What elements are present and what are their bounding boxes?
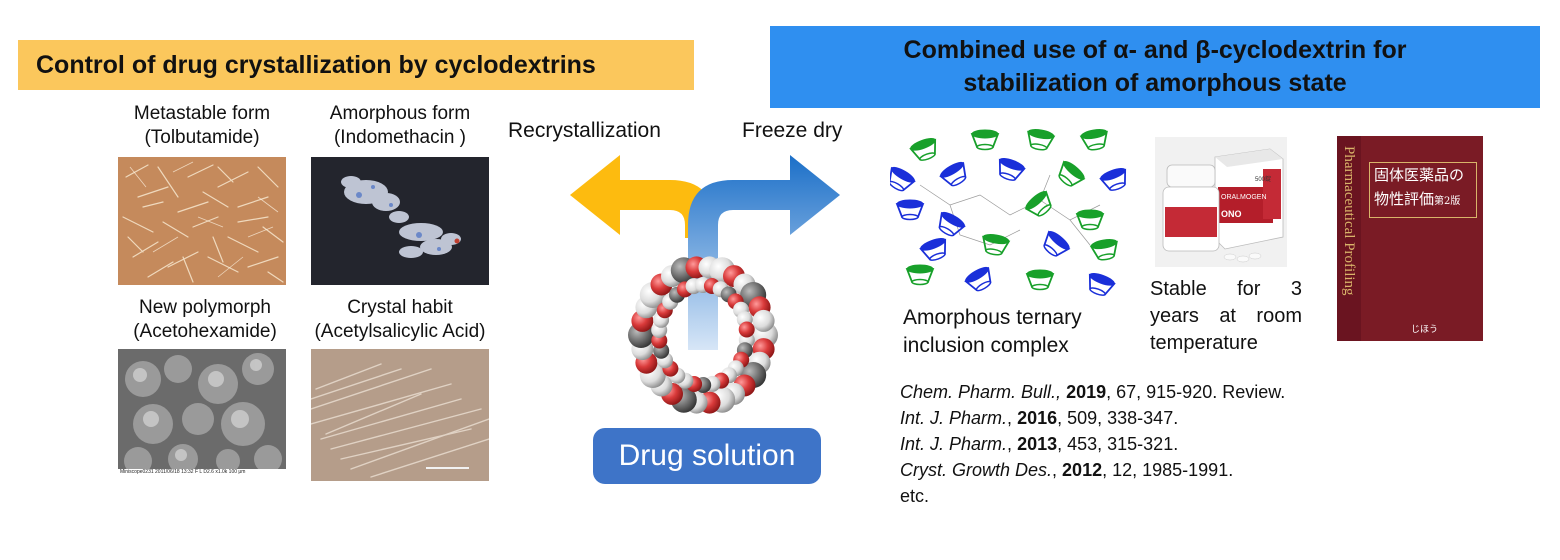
right-section-title-line1: Combined use of α- and β-cyclodextrin fo… <box>903 36 1407 64</box>
box-maker-text: ONO <box>1221 209 1242 219</box>
reference-year: 2013 <box>1017 434 1058 454</box>
beta-cyclodextrin-cone <box>998 158 1026 181</box>
product-package-photo: ORALMOGEN 500錠 ONO <box>1155 137 1287 267</box>
sem-scale-caption: Miniscope0231 2011/06/18 13:32 F L D2.6 … <box>120 469 246 475</box>
book-edition: 第2版 <box>1434 196 1461 207</box>
acetylsalicylic-acid-label: (Acetylsalicylic Acid) <box>314 321 486 342</box>
alpha-cyclodextrin-cone <box>909 138 937 161</box>
reference-journal: Cryst. Growth Des. <box>900 460 1053 480</box>
reference-item: Int. J. Pharm., 2016, 509, 338-347. <box>900 405 1285 431</box>
left-section-title: Control of drug crystallization by cyclo… <box>36 50 596 79</box>
reference-year: 2016 <box>1017 408 1058 428</box>
alpha-cyclodextrin-cone <box>1089 239 1118 261</box>
beta-cyclodextrin-cone <box>890 166 916 192</box>
recrystallization-label: Recrystallization <box>508 119 661 142</box>
book-title-line1: 固体医薬品の <box>1374 166 1465 184</box>
stable-caption-line1: Stable for 3 <box>1150 276 1302 303</box>
word-for: for <box>1237 278 1261 300</box>
complex-caption-line1: Amorphous ternary <box>903 306 1082 329</box>
beta-cyclodextrin-cone <box>919 238 947 261</box>
reference-item: Cryst. Growth Des., 2012, 12, 1985-1991. <box>900 457 1285 483</box>
alpha-cyclodextrin-cone <box>1075 209 1105 231</box>
drug-solution-button[interactable]: Drug solution <box>593 428 821 484</box>
freeze-dry-label: Freeze dry <box>742 119 843 142</box>
book-title-box: 固体医薬品の 物性評価第2版 <box>1369 162 1477 218</box>
book-publisher: じほう <box>1411 325 1439 335</box>
reference-separator: , <box>1052 460 1063 480</box>
box-amount-text: 500錠 <box>1255 175 1271 183</box>
beta-cyclodextrin-cone <box>938 211 966 237</box>
tolbutamide-micrograph <box>118 157 286 285</box>
word-stable: Stable <box>1150 278 1207 300</box>
reference-details: , 509, 338-347. <box>1057 408 1179 428</box>
alpha-cyclodextrin-cone <box>1027 129 1056 151</box>
reference-year: 2019 <box>1066 382 1107 402</box>
reference-details: , 67, 915-920. Review. <box>1106 382 1286 402</box>
stable-caption-line2: years at room <box>1150 303 1302 330</box>
word-room: room <box>1256 305 1302 327</box>
freeze-dry-arrow <box>688 155 840 350</box>
indomethacin-label: (Indomethacin ) <box>333 127 466 148</box>
indomethacin-micrograph <box>311 157 489 285</box>
book-spine-title: Pharmaceutical Profiling <box>1341 146 1357 296</box>
reference-details: , 12, 1985-1991. <box>1102 460 1234 480</box>
alpha-cyclodextrin-cone <box>1079 129 1108 151</box>
reference-journal: Int. J. Pharm. <box>900 408 1008 428</box>
new-polymorph-caption: New polymorph (Acetohexamide) <box>110 296 300 344</box>
beta-cyclodextrin-cone <box>964 266 992 292</box>
alpha-cyclodextrin-cone <box>1058 160 1086 187</box>
alpha-cyclodextrin-cone <box>1025 269 1055 291</box>
acetohexamide-label: (Acetohexamide) <box>133 321 277 342</box>
crystal-habit-label: Crystal habit <box>347 297 453 318</box>
beta-cyclodextrin-cone <box>939 161 967 187</box>
left-section-header: Control of drug crystallization by cyclo… <box>18 40 694 90</box>
metastable-form-label: Metastable form <box>133 103 271 124</box>
crystal-habit-caption: Crystal habit (Acetylsalicylic Acid) <box>300 296 500 344</box>
right-section-header: Combined use of α- and β-cyclodextrin fo… <box>770 26 1540 108</box>
atom-sphere <box>752 309 775 332</box>
metastable-form-caption: Metastable form (Tolbutamide) <box>112 102 292 150</box>
reference-item: Int. J. Pharm., 2013, 453, 315-321. <box>900 431 1285 457</box>
beta-cyclodextrin-cone <box>895 199 925 221</box>
book-title-line2: 物性評価 <box>1374 190 1435 208</box>
new-polymorph-label: New polymorph <box>139 297 271 318</box>
beta-cyclodextrin-cone <box>1099 168 1127 191</box>
reference-year: 2012 <box>1062 460 1103 480</box>
acetylsalicylic-acid-micrograph <box>311 349 489 481</box>
amorphous-form-label: Amorphous form <box>329 103 471 124</box>
references-etc: etc. <box>900 486 930 506</box>
book-cover: Pharmaceutical Profiling 固体医薬品の 物性評価第2版 … <box>1337 136 1483 341</box>
acetohexamide-sem-image: Miniscope0231 2011/06/18 13:32 F L D2.6 … <box>118 349 286 481</box>
word-three: 3 <box>1290 278 1302 300</box>
box-brand-text: ORALMOGEN <box>1221 194 1267 201</box>
alpha-cyclodextrin-cone <box>970 129 1000 151</box>
reference-item: Chem. Pharm. Bull., 2019, 67, 915-920. R… <box>900 379 1285 405</box>
recrystallization-arrow <box>570 155 715 238</box>
right-section-title-line2: stabilization of amorphous state <box>963 69 1347 97</box>
stable-caption-line3: temperature <box>1150 332 1258 354</box>
alpha-cyclodextrin-cone <box>982 234 1011 256</box>
book-spine-band <box>1337 136 1361 341</box>
tolbutamide-label: (Tolbutamide) <box>144 127 260 148</box>
complex-caption: Amorphous ternary inclusion complex <box>903 304 1082 360</box>
reference-journal: Chem. Pharm. Bull., <box>900 382 1062 402</box>
process-arrows <box>570 155 840 414</box>
alpha-cyclodextrin-cone <box>1024 190 1052 217</box>
cyclodextrin-molecule-model <box>628 256 778 414</box>
atom-sphere <box>738 321 755 338</box>
references-list: Chem. Pharm. Bull., 2019, 67, 915-920. R… <box>900 379 1285 509</box>
alpha-cyclodextrin-cone <box>905 264 935 286</box>
beta-cyclodextrin-cone <box>1043 230 1071 257</box>
reference-details: , 453, 315-321. <box>1057 434 1179 454</box>
ternary-complex-illustration <box>890 129 1127 296</box>
amorphous-form-caption: Amorphous form (Indomethacin ) <box>305 102 495 150</box>
word-at: at <box>1219 305 1236 327</box>
reference-separator: , <box>1007 408 1018 428</box>
reference-journal: Int. J. Pharm. <box>900 434 1008 454</box>
stable-caption: Stable for 3 years at room temperature <box>1150 276 1302 357</box>
reference-separator: , <box>1007 434 1018 454</box>
beta-cyclodextrin-cone <box>1088 273 1116 296</box>
complex-caption-line2: inclusion complex <box>903 334 1069 357</box>
word-years: years <box>1150 305 1199 327</box>
